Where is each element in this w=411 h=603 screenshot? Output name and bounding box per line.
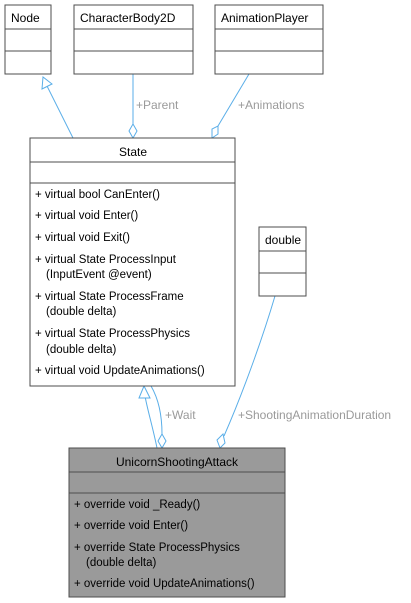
- class-box-character-body-2d[interactable]: CharacterBody2D: [73, 4, 194, 75]
- edge-label-animations: +Animations: [238, 98, 304, 112]
- state-member-continuation: (double delta): [46, 344, 116, 356]
- state-member-continuation: (InputEvent @event): [46, 269, 152, 281]
- state-member: + virtual void UpdateAnimations(): [35, 365, 205, 377]
- aggregation-edge-shooting-duration: [223, 295, 276, 437]
- unicorn-members: + override void _Ready() + override void…: [74, 499, 255, 590]
- class-name-character-body-2d: CharacterBody2D: [80, 11, 176, 25]
- class-box-node[interactable]: Node: [4, 4, 52, 75]
- class-name-unicorn-shooting-attack: UnicornShootingAttack: [116, 455, 239, 469]
- aggregation-diamond-wait: [157, 432, 167, 450]
- inheritance-arrowhead-unicorn: [138, 384, 151, 399]
- unicorn-member: + override State ProcessPhysics: [74, 542, 240, 554]
- edge-label-parent: +Parent: [136, 98, 179, 112]
- aggregation-diamond-shooting-duration: [216, 433, 226, 449]
- class-name-state: State: [119, 145, 147, 159]
- unicorn-member: + override void UpdateAnimations(): [74, 578, 255, 590]
- class-box-animation-player[interactable]: AnimationPlayer: [214, 4, 324, 75]
- edges: [41, 73, 276, 450]
- class-name-animation-player: AnimationPlayer: [221, 11, 308, 25]
- state-member: + virtual State ProcessPhysics: [35, 328, 190, 340]
- state-member: + virtual State ProcessFrame: [35, 291, 184, 303]
- aggregation-diamond-animations: [211, 125, 219, 139]
- state-member-continuation: (double delta): [46, 306, 116, 318]
- unicorn-member-continuation: (double delta): [86, 557, 156, 569]
- class-box-double[interactable]: double: [258, 226, 307, 297]
- edge-label-shooting-duration: +ShootingAnimationDuration: [238, 408, 391, 422]
- state-member: + virtual bool CanEnter(): [35, 189, 160, 201]
- edge-label-wait: +Wait: [165, 408, 196, 422]
- inheritance-edge-unicorn: [144, 395, 158, 449]
- aggregation-edge-animations: [217, 73, 250, 127]
- unicorn-member: + override void Enter(): [74, 520, 188, 532]
- state-member: + virtual State ProcessInput: [35, 254, 177, 266]
- state-members: + virtual bool CanEnter() + virtual void…: [35, 189, 205, 377]
- inheritance-edge-node: [46, 85, 74, 139]
- state-member: + virtual void Enter(): [35, 210, 138, 222]
- aggregation-edge-wait: [150, 385, 163, 435]
- aggregation-diamond-parent: [128, 122, 138, 140]
- class-name-double: double: [265, 233, 301, 247]
- class-box-state[interactable]: State + virtual bool CanEnter() + virtua…: [29, 137, 236, 387]
- state-member: + virtual void Exit(): [35, 232, 130, 244]
- class-box-unicorn-shooting-attack[interactable]: UnicornShootingAttack + override void _R…: [68, 447, 286, 598]
- unicorn-member: + override void _Ready(): [74, 499, 200, 511]
- class-name-node: Node: [11, 11, 40, 25]
- inheritance-arrowhead-node: [41, 76, 53, 90]
